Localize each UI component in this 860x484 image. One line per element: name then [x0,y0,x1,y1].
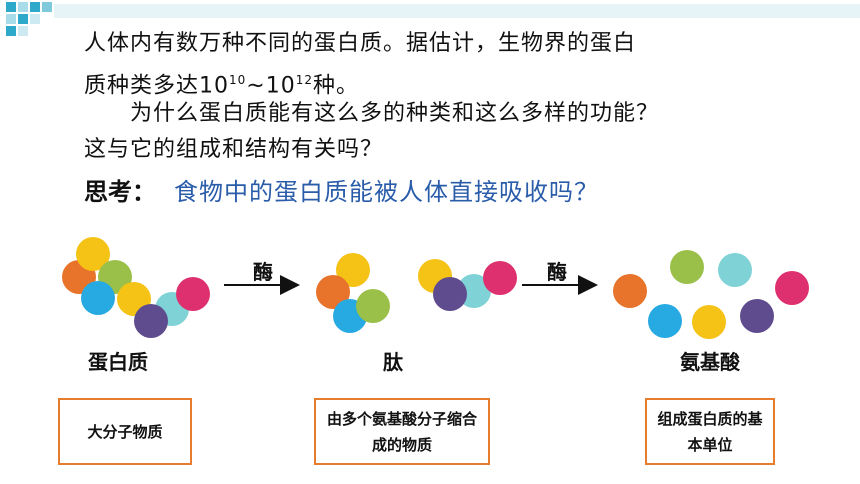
amino-acid-purple [433,277,467,311]
peptide-cluster-1 [316,253,390,333]
think-question: 食物中的蛋白质能被人体直接吸收吗？ [174,178,599,206]
amino-acid-teal [718,253,752,287]
amino-acid-orange [316,275,350,309]
amino-acids-scattered [613,250,809,339]
amino-acid-pink [483,261,517,295]
stage-protein-label: 蛋白质 [88,350,148,374]
amino-acid-yellow [336,253,370,287]
peptide-description-box: 由多个氨基酸分子缩合成的物质 [314,398,490,465]
amino-acid-blue [648,304,682,338]
protein-molecule-cluster [62,237,210,338]
corner-decoration [0,0,860,36]
amino-acid-blue [81,281,115,315]
amino-acid-pink [176,277,210,311]
amino-acid-pink [775,271,809,305]
intro-line-2: 质种类多达1010~1012种。 [84,73,360,99]
deco-square [6,2,16,12]
deco-square [30,2,40,12]
amino-acid-yellow [76,237,110,271]
deco-square [18,2,28,12]
enzyme-label-2: 酶 [547,260,567,284]
intro-paragraph-2: 为什么蛋白质能有这么多的种类和这么多样的功能？ 这与它的组成和结构有关吗？ [84,96,659,168]
header-band [54,4,860,18]
peptide-cluster-2 [418,259,517,311]
intro-line-1: 人体内有数万种不同的蛋白质。据估计，生物界的蛋白 [84,31,637,56]
think-label: 思考： [84,178,156,206]
amino-acid-yellow [692,305,726,339]
amino-acid-green [356,289,390,323]
protein-description-box: 大分子物质 [58,398,192,465]
deco-square [18,14,28,24]
stage-peptide-label: 肽 [383,350,403,374]
deco-square [30,14,40,24]
intro-paragraph-1: 人体内有数万种不同的蛋白质。据估计，生物界的蛋白 质种类多达1010~1012种… [84,26,636,104]
intro-line-3: 为什么蛋白质能有这么多的种类和这么多样的功能？ [84,101,660,126]
deco-square [42,2,52,12]
amino-acid-purple [134,304,168,338]
stage-amino-acid-label: 氨基酸 [680,350,740,374]
amino-acid-orange [613,274,647,308]
enzyme-label-1: 酶 [253,260,273,284]
deco-square [18,26,28,36]
amino-acid-green [670,250,704,284]
intro-line-4: 这与它的组成和结构有关吗？ [84,137,384,162]
amino-acid-description-box: 组成蛋白质的基本单位 [645,398,775,465]
think-section: 思考： 食物中的蛋白质能被人体直接吸收吗？ [84,172,599,207]
amino-acid-purple [740,299,774,333]
deco-square [6,14,16,24]
deco-square [6,26,16,36]
